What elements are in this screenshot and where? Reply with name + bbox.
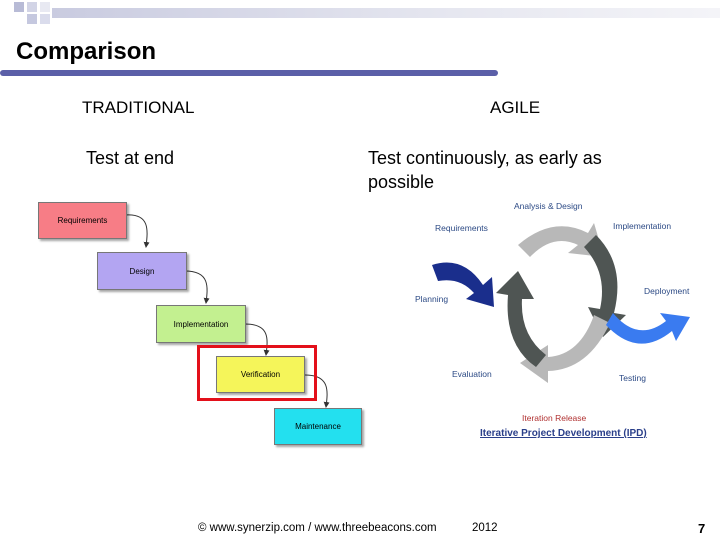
cycle-arrow-evaluation: [496, 271, 546, 367]
cycle-label-evaluation: Evaluation: [452, 369, 492, 379]
page-number: 7: [698, 521, 706, 536]
traditional-heading: TRADITIONAL: [82, 98, 195, 117]
decor-square: [14, 2, 24, 12]
decor-square: [27, 14, 37, 24]
cycle-label-analysis-design: Analysis & Design: [514, 201, 583, 211]
waterfall-connectors: [124, 214, 330, 408]
traditional-description: Test at end: [86, 148, 175, 168]
waterfall-step-maintenance: Maintenance: [274, 408, 362, 445]
cycle-label-testing: Testing: [619, 373, 646, 383]
cycle-label-deployment: Deployment: [644, 286, 690, 296]
cycle-label-requirements: Requirements: [435, 223, 488, 233]
verification-highlight: [197, 345, 317, 401]
cycle-label-implementation: Implementation: [613, 221, 672, 231]
waterfall-step-design: Design: [97, 252, 187, 290]
agile-description-line2: possible: [368, 172, 435, 192]
waterfall-step-requirements: Requirements: [38, 202, 127, 239]
decor-square: [40, 2, 50, 12]
waterfall-diagram: Requirements Design Implementation Verif…: [30, 195, 370, 455]
cycle-arrow-implementation: [584, 235, 626, 337]
connector-arrow: [244, 323, 270, 356]
cycle-arrow-testing: [520, 315, 610, 383]
connector-arrow: [304, 374, 330, 408]
connector-arrow: [124, 214, 150, 248]
header-bar: [52, 8, 720, 18]
decor-square: [40, 14, 50, 24]
waterfall-step-implementation: Implementation: [156, 305, 246, 343]
slide-title: Comparison: [16, 38, 157, 65]
agile-cycle-diagram: Analysis & Design Requirements Implement…: [408, 195, 700, 445]
cycle-arrow-analysis: [518, 223, 604, 257]
footer-year: 2012: [472, 522, 498, 534]
waterfall-step-verification: Verification: [216, 356, 305, 393]
cycle-label-iteration-release: Iteration Release: [522, 413, 587, 423]
cycle-label-planning: Planning: [415, 294, 449, 304]
header-decoration: [0, 0, 720, 28]
agile-heading: AGILE: [490, 98, 541, 117]
agile-description-line1: Test continuously, as early as: [368, 148, 602, 168]
decor-square: [27, 2, 37, 12]
title-underline: [0, 70, 498, 76]
footer-credit: © www.synerzip.com / www.threebeacons.co…: [198, 522, 437, 534]
agile-cycle-arrows: [432, 223, 690, 383]
cycle-caption: Iterative Project Development (IPD): [480, 428, 647, 439]
deployment-arrow: [606, 313, 690, 344]
planning-arrow: [432, 262, 494, 307]
connector-arrow: [184, 270, 210, 304]
